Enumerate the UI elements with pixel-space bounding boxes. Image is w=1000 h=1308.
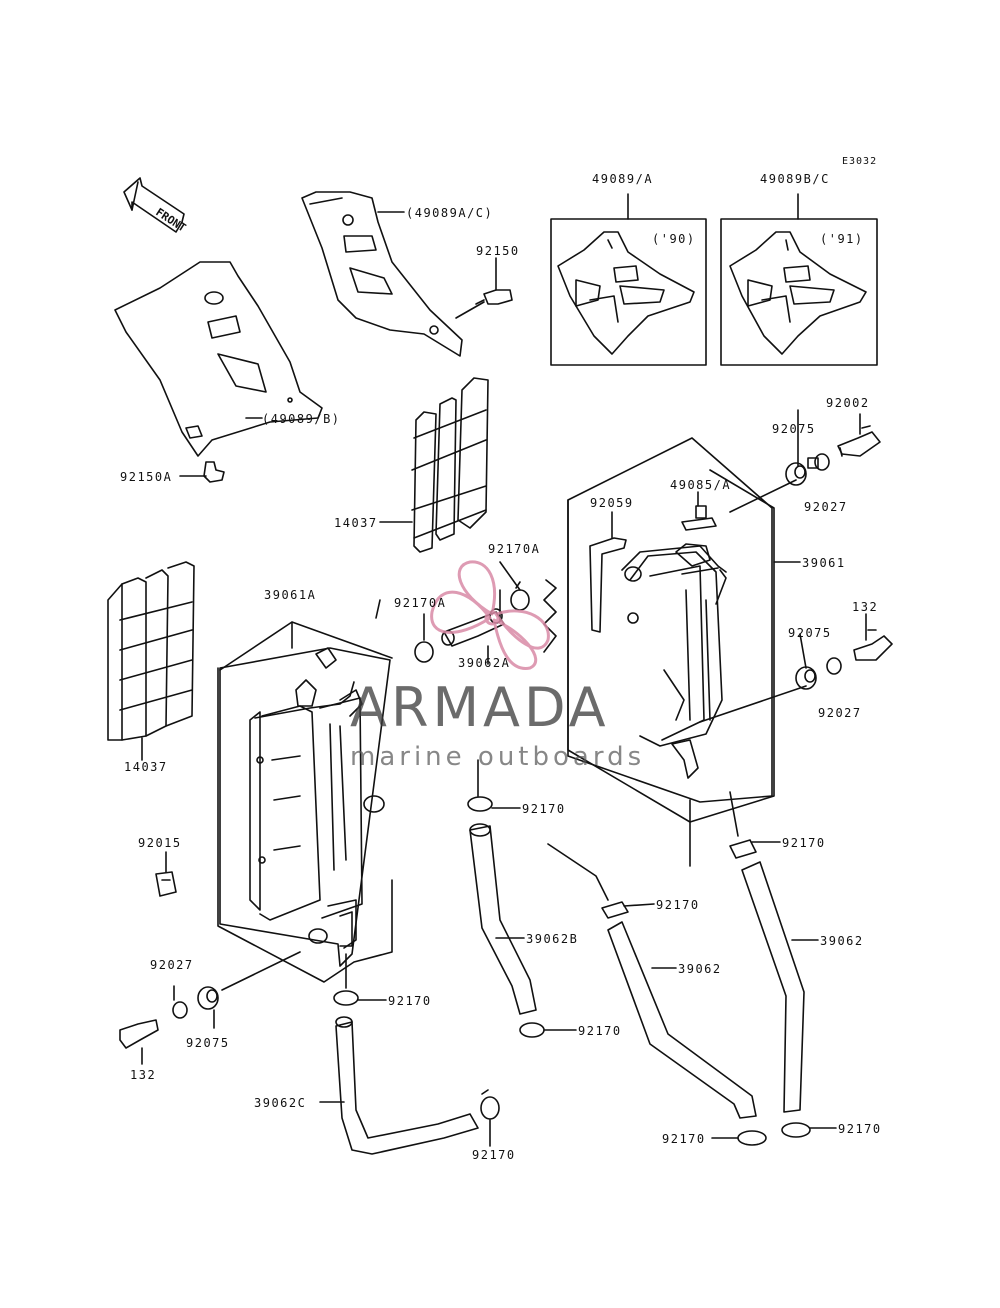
right-radiator — [567, 437, 773, 803]
label-hose-39062b: 39062B — [526, 932, 579, 946]
label-box-a-year: ('90) — [652, 232, 696, 246]
label-bolt-92002: 92002 — [826, 396, 870, 410]
label-bolt-132-right: 132 — [852, 600, 879, 614]
bolt-92150a — [203, 461, 225, 483]
assembly-outline — [219, 621, 393, 671]
label-box-bc-year: ('91) — [820, 232, 864, 246]
label-bolt-132-left: 132 — [130, 1068, 157, 1082]
hose-39062c — [335, 1016, 479, 1155]
bolt-92150 — [475, 289, 513, 305]
leader — [799, 633, 807, 669]
hose-92059 — [589, 511, 627, 633]
hose-39062-center — [607, 921, 757, 1119]
label-box-a-title: 49089/A — [592, 172, 654, 186]
leader — [699, 685, 807, 723]
clamp-92170-center — [547, 843, 629, 919]
clamp-92170-right-upper — [729, 791, 757, 859]
clamp-92170-bottom-right — [781, 1122, 811, 1138]
label-grommet-92075-top: 92075 — [772, 422, 816, 436]
label-clamp-92170-right-upper: 92170 — [782, 836, 826, 850]
label-grommet-92075-left: 92075 — [186, 1036, 230, 1050]
label-hose-39062a: 39062A — [458, 656, 511, 670]
label-grille-lower: 14037 — [124, 760, 168, 774]
collar-92027-top — [807, 453, 830, 471]
watermark-subtitle: marine outboards — [350, 742, 646, 772]
label-clip-92015: 92015 — [138, 836, 182, 850]
grille-upper — [379, 377, 489, 553]
leader — [221, 951, 301, 991]
radiator-cap — [681, 491, 717, 531]
clamp-92170-b — [519, 1022, 545, 1038]
clamp-92170-mid — [467, 759, 493, 812]
collar-92027-right — [826, 657, 842, 675]
grommet-92075-left — [197, 986, 219, 1029]
label-grille-upper: 14037 — [334, 516, 378, 530]
label-clamp-92170-bottom-right: 92170 — [838, 1122, 882, 1136]
label-clamp-92170a-left: 92170A — [394, 596, 447, 610]
grille-lower — [107, 561, 195, 761]
leader — [623, 903, 655, 907]
label-bolt-92150a: 92150A — [120, 470, 173, 484]
assembly-outline — [217, 667, 393, 983]
label-radiator-left: 39061A — [264, 588, 317, 602]
label-clamp-92170-bottom-mid: 92170 — [662, 1132, 706, 1146]
label-clamp-92170-mid: 92170 — [522, 802, 566, 816]
leader — [499, 561, 521, 591]
clamp-92170a-left — [414, 613, 434, 663]
label-hose-39062-center: 39062 — [678, 962, 722, 976]
label-bolt-92150: 92150 — [476, 244, 520, 258]
label-collar-92027-top: 92027 — [804, 500, 848, 514]
clip-92015 — [155, 871, 177, 897]
label-hose-39062-right: 39062 — [820, 934, 864, 948]
hose-39062b — [469, 823, 537, 1015]
clamp-92170-bottom-left — [480, 1089, 500, 1120]
grommet-92075-top — [785, 462, 807, 486]
label-hose-92059: 92059 — [590, 496, 634, 510]
diagram-ref: E3032 — [842, 156, 878, 167]
collar-92027-left — [172, 985, 188, 1019]
label-clamp-92170-left: 92170 — [388, 994, 432, 1008]
upper-shroud — [301, 191, 463, 357]
leader — [543, 579, 557, 653]
front-arrow-icon: FRONT — [123, 177, 189, 235]
hose-39062-right — [741, 861, 805, 1113]
label-clamp-92170a-right: 92170A — [488, 542, 541, 556]
watermark-title: ARMADA — [350, 676, 610, 739]
left-radiator — [219, 621, 391, 967]
armada-logo-icon — [430, 560, 550, 670]
box-49089bc — [720, 193, 878, 366]
assembly-outline — [567, 469, 775, 823]
bolt-132-left — [119, 1019, 159, 1065]
leader — [375, 599, 381, 619]
label-shroud-b: (49089/B) — [262, 412, 341, 426]
box-49089a — [550, 193, 707, 366]
bolt-132-right — [853, 629, 893, 661]
label-shroud-ac: (49089A/C) — [406, 206, 494, 220]
leader — [455, 301, 485, 319]
label-collar-92027-left: 92027 — [150, 958, 194, 972]
label-clamp-92170-b: 92170 — [578, 1024, 622, 1038]
leader — [729, 479, 797, 513]
label-grommet-92075-right: 92075 — [788, 626, 832, 640]
label-radiator-right: 39061 — [802, 556, 846, 570]
label-hose-39062c: 39062C — [254, 1096, 307, 1110]
clamp-92170a-right — [510, 581, 530, 611]
label-box-bc-title: 49089B/C — [760, 172, 830, 186]
label-collar-92027-right: 92027 — [818, 706, 862, 720]
clamp-92170-bottom-mid — [737, 1130, 767, 1146]
clamp-92170-left — [333, 953, 359, 1006]
label-clamp-92170-bottom-left: 92170 — [472, 1148, 516, 1162]
left-shroud — [114, 261, 323, 457]
bolt-92002 — [837, 425, 881, 457]
label-cap-49085a: 49085/A — [670, 478, 732, 492]
label-clamp-92170-center: 92170 — [656, 898, 700, 912]
